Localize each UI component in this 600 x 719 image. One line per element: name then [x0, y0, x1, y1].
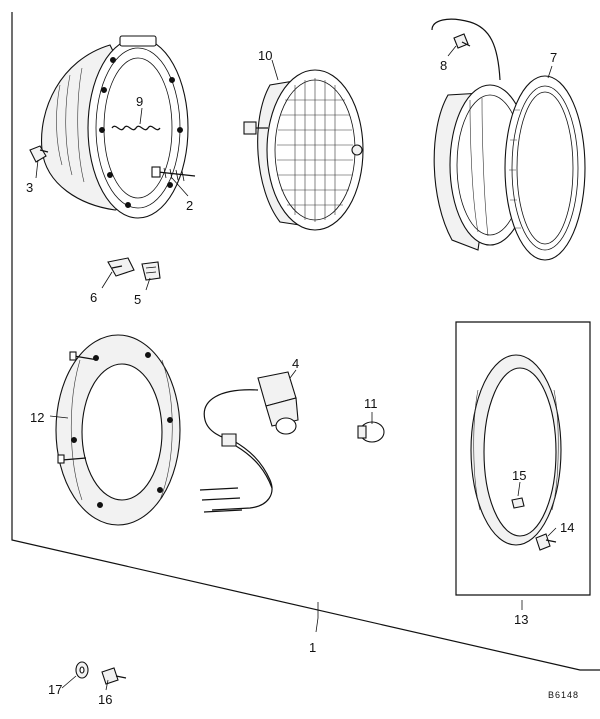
- callout-10: 10: [258, 48, 272, 63]
- callout-15: 15: [512, 468, 526, 483]
- callout-7: 7: [550, 50, 557, 65]
- leader-lines: [35, 45, 557, 691]
- callout-14: 14: [560, 520, 574, 535]
- reference-code: B6148: [548, 690, 579, 700]
- callout-4: 4: [292, 356, 299, 371]
- bulb: [357, 421, 385, 443]
- screw-and-washer: [75, 661, 127, 685]
- assembly-boundary: [11, 12, 600, 671]
- callout-1: 1: [309, 640, 316, 655]
- callout-9: 9: [136, 94, 143, 109]
- callout-6: 6: [90, 290, 97, 305]
- headlamp-shell: [29, 35, 196, 219]
- callout-13: 13: [514, 612, 528, 627]
- callout-labels: 1 2 3 4 5 6 7 8 9 10 11 12 13 14 15 16 1…: [26, 48, 579, 707]
- callout-17: 17: [48, 682, 62, 697]
- finisher-ring-kit: [455, 321, 591, 596]
- callout-5: 5: [134, 292, 141, 307]
- callout-11: 11: [364, 396, 378, 411]
- callout-3: 3: [26, 180, 33, 195]
- sealed-beam-unit: [243, 69, 364, 231]
- callout-2: 2: [186, 198, 193, 213]
- wiring-harness-relay: [199, 371, 299, 513]
- headlamp-rim-assembly: [431, 18, 586, 261]
- callout-12: 12: [30, 410, 44, 425]
- callout-16: 16: [98, 692, 112, 707]
- mounting-ring: [55, 334, 181, 526]
- clip-parts: [107, 257, 161, 281]
- callout-8: 8: [440, 58, 447, 73]
